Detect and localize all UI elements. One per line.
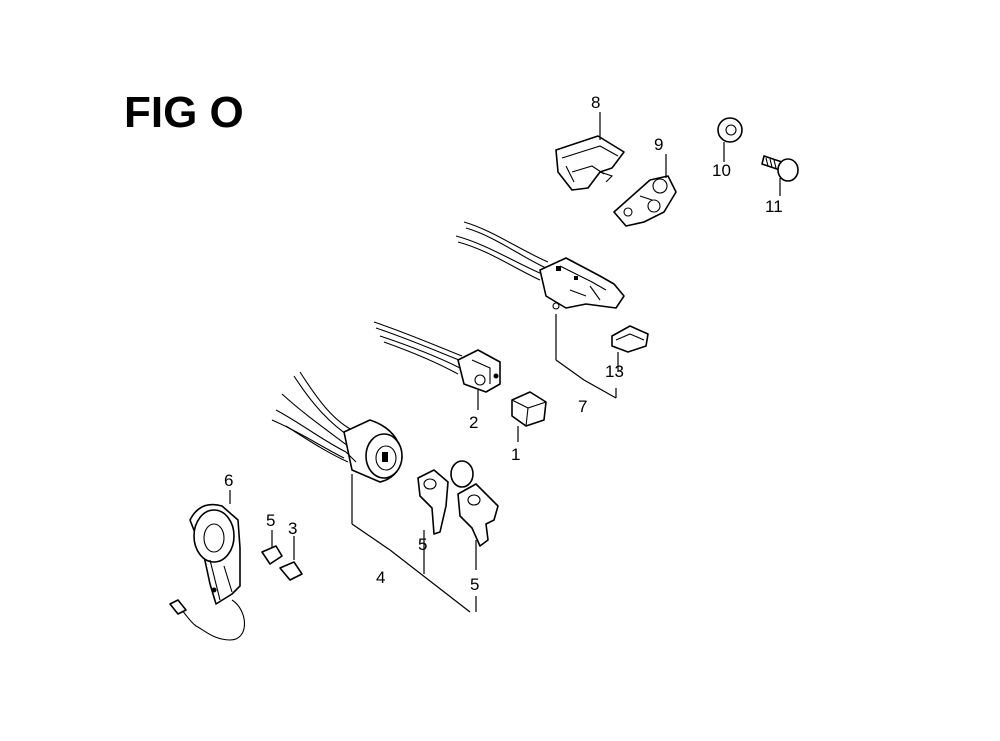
callout-4: 4 — [376, 568, 385, 587]
callout-1: 1 — [511, 445, 520, 464]
part-7-mount-bracket — [169, 503, 245, 641]
callout-12: 11 — [765, 197, 783, 216]
callout-labels: 8 9 10 11 13 7 2 1 6 5 3 5 4 5 — [224, 93, 783, 594]
callout-6: 5 — [266, 511, 275, 530]
callout-11: 10 — [712, 161, 731, 180]
callout-5a: 5 — [418, 535, 427, 554]
part-12-screw — [761, 155, 799, 182]
callout-9: 8 — [591, 93, 600, 112]
part-6-clip — [261, 545, 283, 565]
part-8-switch-harness — [455, 221, 625, 310]
part-10-bracket — [613, 175, 677, 227]
leader-lines — [229, 112, 781, 613]
callout-2: 2 — [469, 413, 478, 432]
part-5-keys — [417, 460, 499, 547]
callout-7: 6 — [224, 471, 233, 490]
part-11-nut — [717, 117, 743, 143]
part-1-block — [511, 391, 547, 427]
part-3-nut — [279, 561, 303, 581]
figure-title: FIG O — [124, 88, 244, 137]
callout-10: 9 — [654, 135, 663, 154]
callout-3: 3 — [288, 519, 297, 538]
part-4-ignition-switch — [271, 371, 403, 483]
part-2-connector-harness — [373, 321, 501, 393]
part-9-switch-housing — [555, 135, 625, 191]
callout-5b: 5 — [470, 575, 479, 594]
part-13-connector — [611, 325, 649, 353]
callout-13: 13 — [605, 362, 624, 381]
callout-8: 7 — [578, 397, 587, 416]
